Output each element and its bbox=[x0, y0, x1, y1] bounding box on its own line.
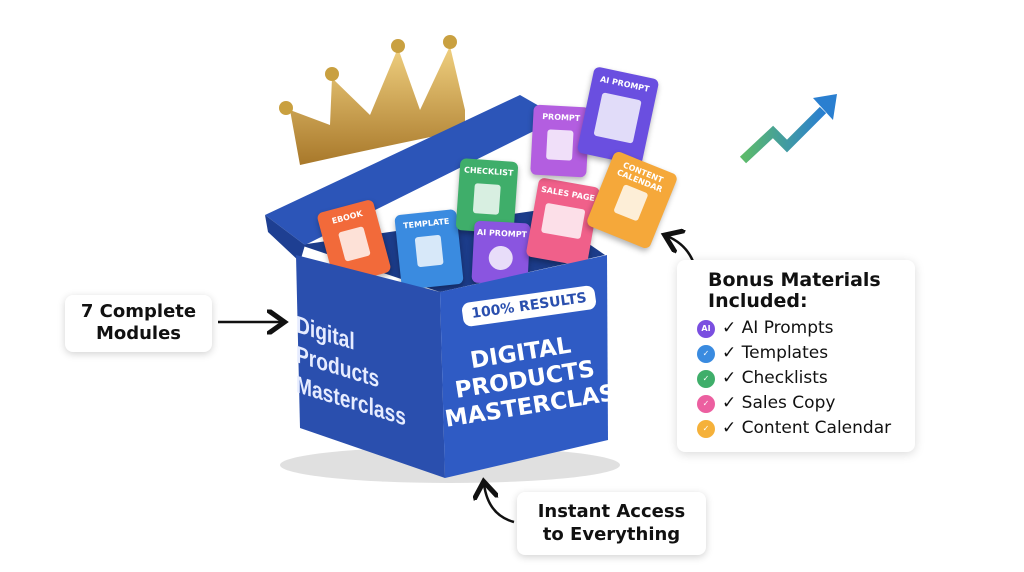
bonus-item-text: ✓ Content Calendar bbox=[722, 418, 892, 438]
check-badge-icon: ✓ bbox=[697, 394, 715, 413]
bonus-item-text: ✓ Sales Copy bbox=[722, 393, 836, 413]
callout-line: Modules bbox=[95, 323, 182, 344]
bonus-item-text: ✓ Checklists bbox=[722, 368, 828, 388]
check-badge-icon: ✓ bbox=[697, 419, 715, 438]
modules-callout: 7 Complete Modules bbox=[65, 295, 212, 352]
bonus-item-text: ✓ AI Prompts bbox=[722, 318, 834, 338]
bonus-item: ✓ ✓ Sales Copy bbox=[697, 391, 915, 416]
callout-line: Instant Access bbox=[537, 501, 686, 522]
access-callout: Instant Access to Everything bbox=[517, 492, 706, 555]
check-badge-icon: ✓ bbox=[697, 369, 715, 388]
ai-badge-icon: AI bbox=[697, 319, 715, 338]
trend-arrow-icon bbox=[739, 94, 837, 164]
check-badge-icon: ✓ bbox=[697, 344, 715, 363]
callout-line: 7 Complete bbox=[80, 301, 197, 322]
callout-line: to Everything bbox=[542, 524, 681, 545]
crown-icon bbox=[279, 35, 465, 165]
title-line: Bonus Materials bbox=[708, 269, 881, 291]
title-line: Included: bbox=[708, 290, 808, 312]
bonus-item: ✓ ✓ Templates bbox=[697, 341, 915, 366]
bonus-item: ✓ ✓ Content Calendar bbox=[697, 416, 915, 441]
bonus-item-text: ✓ Templates bbox=[722, 343, 829, 363]
bonus-item: ✓ ✓ Checklists bbox=[697, 366, 915, 391]
bonus-item: AI ✓ AI Prompts bbox=[697, 316, 915, 341]
